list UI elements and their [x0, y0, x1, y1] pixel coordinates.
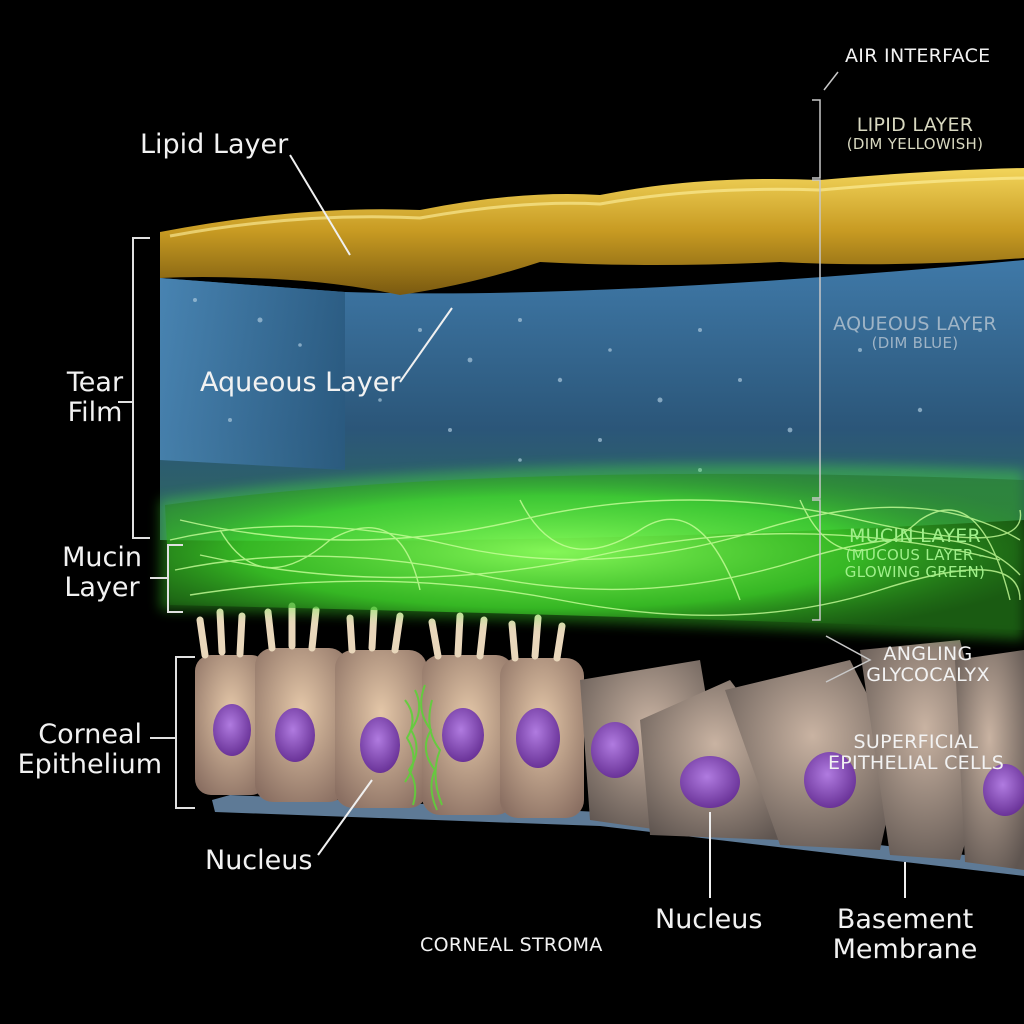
panel-superficial-line1: SUPERFICIAL — [853, 731, 979, 753]
panel-mucin-line3: GLOWING GREEN) — [844, 563, 986, 582]
right-panel-lines — [812, 71, 872, 683]
mucin-layer — [165, 473, 1024, 630]
label-tear-film-line2: Film — [67, 397, 123, 429]
panel-air-interface: AIR INTERFACE — [845, 45, 991, 67]
label-tear-film-line1: Tear — [66, 367, 124, 398]
panel-lipid: LIPID LAYER (DIM YELLOWISH) — [830, 114, 1000, 154]
lipid-layer — [160, 168, 1024, 295]
label-nucleus-right: Nucleus — [655, 904, 763, 935]
panel-glycocalyx-line2: GLYCOCALYX — [866, 664, 990, 687]
label-corneal-line2: Epithelium — [17, 749, 162, 781]
left-brackets — [118, 237, 195, 809]
panel-superficial-line2: EPITHELIAL CELLS — [828, 752, 1005, 775]
panel-lipid-line2: (DIM YELLOWISH) — [846, 135, 984, 154]
aqueous-front-face — [160, 278, 345, 470]
panel-mucin: MUCIN LAYER (MUCOUS LAYER - GLOWING GREE… — [830, 525, 1000, 582]
label-mucin-line1: Mucin — [62, 542, 142, 573]
panel-lipid-line1: LIPID LAYER — [856, 114, 974, 136]
lipid-highlight — [169, 176, 1024, 238]
label-tear-film: Tear Film — [56, 367, 134, 429]
label-basement-membrane: Basement Membrane — [820, 904, 990, 966]
nuclei — [213, 704, 1024, 816]
basement-membrane-layer — [212, 795, 1024, 876]
panel-glycocalyx: ANGLING GLYCOCALYX — [860, 643, 996, 687]
panel-mucin-line2: (MUCOUS LAYER - — [845, 546, 985, 565]
panel-aqueous-line1: AQUEOUS LAYER — [833, 313, 997, 335]
label-basement-line1: Basement — [836, 904, 974, 935]
glycocalyx-strands — [404, 684, 443, 811]
label-lipid-layer: Lipid Layer — [140, 129, 289, 160]
label-corneal-epithelium: Corneal Epithelium — [14, 719, 162, 781]
label-basement-line2: Membrane — [832, 934, 978, 966]
panel-superficial: SUPERFICIAL EPITHELIAL CELLS — [828, 731, 1005, 775]
panel-mucin-line1: MUCIN LAYER — [848, 525, 982, 547]
panel-glycocalyx-line1: ANGLING — [883, 643, 973, 665]
label-nucleus-left: Nucleus — [205, 845, 313, 876]
label-corneal-stroma: CORNEAL STROMA — [420, 934, 603, 956]
label-corneal-line1: Corneal — [38, 719, 142, 750]
panel-aqueous: AQUEOUS LAYER (DIM BLUE) — [830, 313, 1000, 353]
label-mucin-line2: Layer — [64, 572, 140, 604]
mucin-strands — [169, 499, 1022, 616]
label-aqueous-layer: Aqueous Layer — [200, 367, 401, 398]
leader-lines — [289, 154, 906, 898]
label-mucin-layer: Mucin Layer — [54, 542, 150, 604]
panel-aqueous-line2: (DIM BLUE) — [871, 334, 959, 353]
